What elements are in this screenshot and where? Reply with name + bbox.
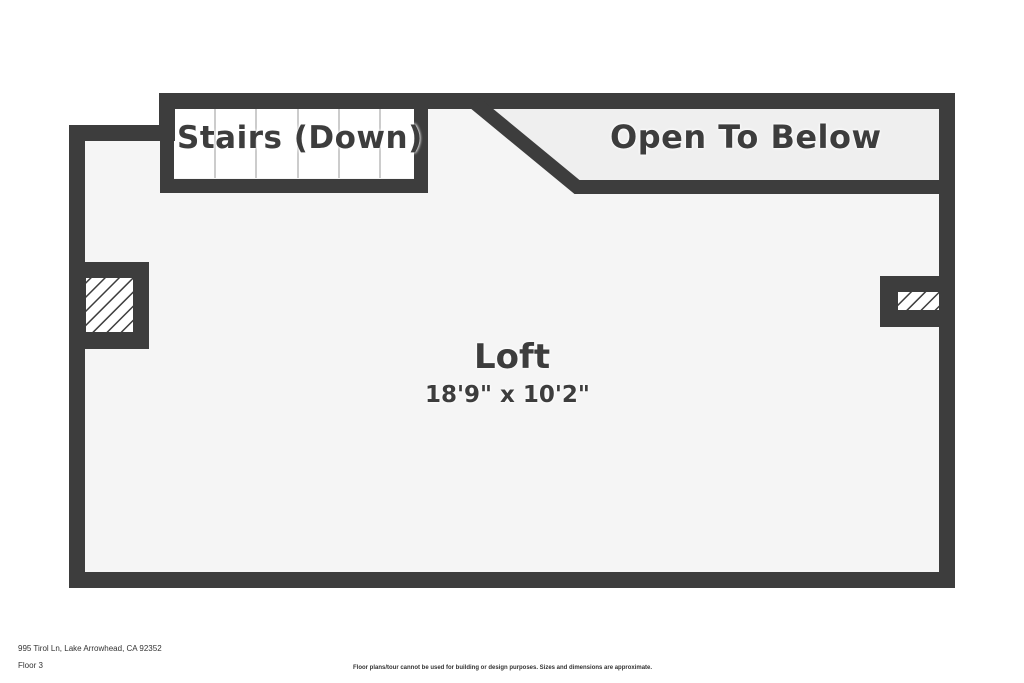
stair-treads [174, 109, 418, 178]
left-column-hatch [86, 278, 133, 332]
floor-number: Floor 3 [18, 661, 43, 670]
open-to-below-area [470, 102, 940, 187]
loft-floor [77, 101, 947, 580]
loft-room-dimensions: 18'9" x 10'2" [425, 382, 590, 408]
loft-room-name: Loft [474, 337, 551, 377]
right-column-hatch [898, 292, 939, 310]
open-to-below-label: Open To Below [610, 118, 882, 156]
property-address: 995 Tirol Ln, Lake Arrowhead, CA 92352 [18, 644, 162, 653]
stairs-label: Stairs (Down) [177, 120, 423, 156]
open-to-below-wall [470, 97, 947, 194]
stairs-wall [160, 101, 428, 193]
disclaimer-text: Floor plans/tour cannot be used for buil… [353, 665, 653, 671]
